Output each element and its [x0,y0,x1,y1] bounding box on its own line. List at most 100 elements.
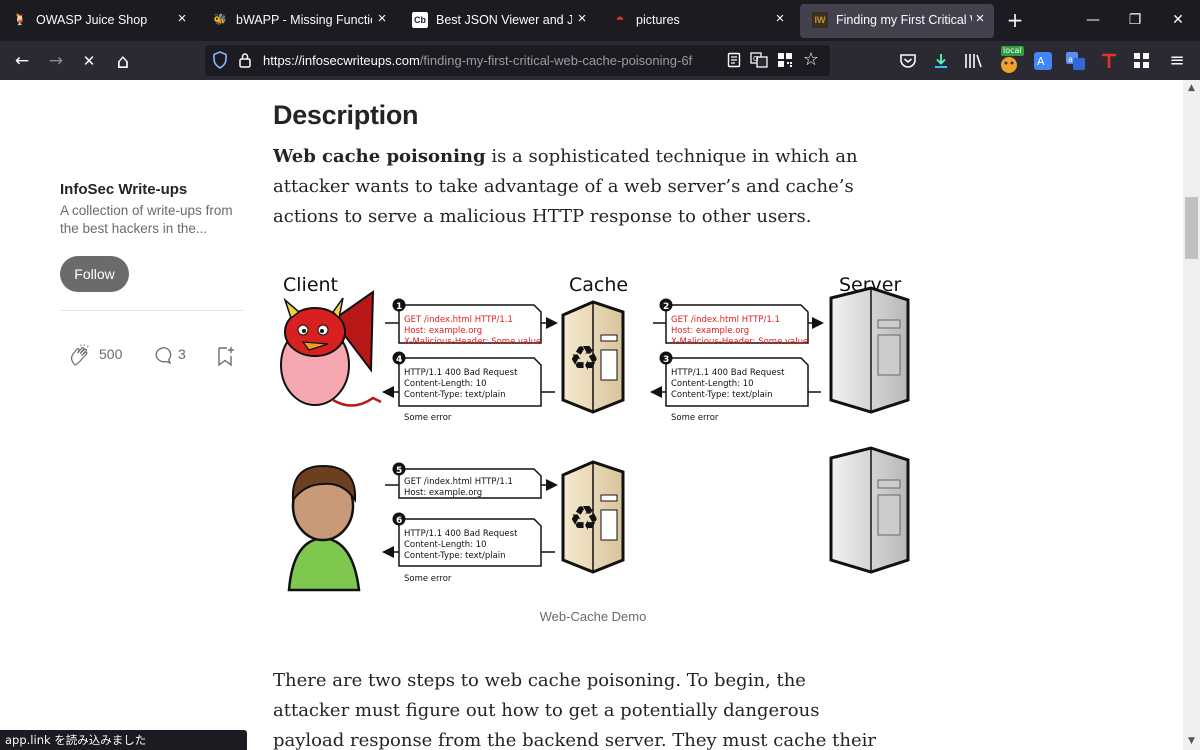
web-cache-diagram: Client Cache Server ♻ ♻ [280,274,910,592]
comment-icon[interactable] [151,345,173,371]
step-number: 5 [396,466,402,476]
intro-paragraph: Web cache poisoning is a sophisticated t… [273,142,883,232]
publication-name[interactable]: InfoSec Write-ups [60,181,188,198]
window-close-button[interactable]: ✕ [1172,12,1184,28]
shield-icon[interactable] [209,49,231,71]
back-button[interactable]: ← [14,51,30,71]
step-number: 3 [663,355,669,365]
tab-bar: 🍹 OWASP Juice Shop × 🐝 bWAPP - Missing F… [0,0,1200,41]
server-label: Server [839,274,901,296]
section-heading: Description [273,100,419,130]
reader-view-icon[interactable] [723,49,745,71]
downloads-icon[interactable] [929,49,953,73]
page-scrollbar[interactable]: ▲ ▼ [1183,80,1200,750]
follow-button[interactable]: Follow [60,256,129,292]
close-icon[interactable]: × [377,10,387,27]
origin-server-icon [829,286,910,414]
bookmark-star-icon[interactable]: ☆ [802,49,820,70]
step-number: 4 [396,355,402,365]
tab-title: pictures [636,13,680,27]
juice-icon: 🍹 [13,14,27,26]
extensions-icon[interactable] [1130,49,1154,73]
translate-extension-icon[interactable]: A [1031,49,1055,73]
infosec-icon: IW [812,12,828,28]
local-extension-icon[interactable]: local [997,46,1024,73]
client-user-icon [287,464,361,592]
restore-button[interactable]: ❐ [1128,12,1142,28]
sidebar-divider [60,310,244,311]
svg-text:♻: ♻ [569,339,599,379]
tab-finding-critical[interactable]: IW Finding my First Critical Web × [800,4,994,38]
close-icon[interactable]: × [577,10,587,27]
url-path: /finding-my-first-critical-web-cache-poi… [419,53,693,68]
url-text[interactable]: https://infosecwriteups.com/finding-my-f… [263,53,693,68]
scroll-thumb[interactable] [1185,197,1198,259]
pocket-icon[interactable] [896,49,920,73]
tab-title: Finding my First Critical Web [836,13,972,27]
body-paragraph: There are two steps to web cache poisoni… [273,670,876,750]
tab-title: bWAPP - Missing Functional L [236,13,372,27]
page-content: InfoSec Write-ups A collection of write-… [0,80,1183,750]
origin-server-icon [829,446,910,574]
forward-button[interactable]: → [48,51,64,71]
qr-code-icon[interactable] [774,49,796,71]
attacker-devil-icon [280,290,382,407]
minimize-button[interactable]: — [1086,12,1100,28]
lock-icon[interactable] [234,49,256,71]
close-icon[interactable]: × [975,10,985,27]
bookmark-add-icon[interactable] [216,345,236,371]
tab-juice-shop[interactable]: 🍹 OWASP Juice Shop × [0,0,200,41]
publication-description: A collection of write-ups from the best … [60,203,233,236]
nav-toolbar: ← → ✕ ⌂ https://infosecwriteups.com/find… [0,41,1200,80]
local-badge: local [1001,46,1024,56]
svg-text:G: G [753,55,758,63]
figure-caption: Web-Cache Demo [539,609,647,624]
scroll-down-arrow[interactable]: ▼ [1188,736,1195,746]
intro-bold: Web cache poisoning [273,146,486,167]
library-icon[interactable] [962,49,986,73]
new-tab-button[interactable]: + [1006,8,1024,32]
t-extension-icon[interactable] [1097,49,1121,73]
home-button[interactable]: ⌂ [116,49,130,73]
status-bar: app.link を読み込みました [0,730,247,750]
arch-icon: ◓ [615,11,625,28]
cache-server-icon: ♻ [561,460,625,574]
tab-json-viewer[interactable]: Cb Best JSON Viewer and JSON B × [400,0,600,41]
url-bar[interactable]: https://infosecwriteups.com/finding-my-f… [205,45,830,76]
client-label: Client [283,274,338,296]
scroll-up-arrow[interactable]: ▲ [1188,83,1195,93]
menu-icon[interactable]: ≡ [1169,50,1185,71]
tab-bwapp[interactable]: 🐝 bWAPP - Missing Functional L × [200,0,400,41]
step-number: 6 [396,516,402,526]
codebeautify-icon: Cb [412,12,428,28]
stop-button[interactable]: ✕ [82,52,96,70]
svg-text:A: A [1037,55,1045,68]
translate-icon[interactable]: G [748,49,770,71]
clap-icon[interactable] [68,344,92,372]
tab-pictures[interactable]: ◓ pictures × [600,0,798,41]
svg-text:a: a [1068,55,1073,64]
close-icon[interactable]: × [775,10,785,27]
translate-ja-extension-icon[interactable]: a [1064,49,1088,73]
cache-label: Cache [569,274,628,296]
step-number: 2 [663,302,669,312]
tab-title: OWASP Juice Shop [36,13,148,27]
tab-title: Best JSON Viewer and JSON B [436,13,572,27]
clap-count: 500 [99,346,123,362]
response-count: 3 [178,346,186,362]
step-number: 1 [396,302,402,312]
intro-text: is a sophisticated technique in which an… [273,146,858,227]
bee-icon: 🐝 [213,14,227,26]
close-icon[interactable]: × [177,10,187,27]
